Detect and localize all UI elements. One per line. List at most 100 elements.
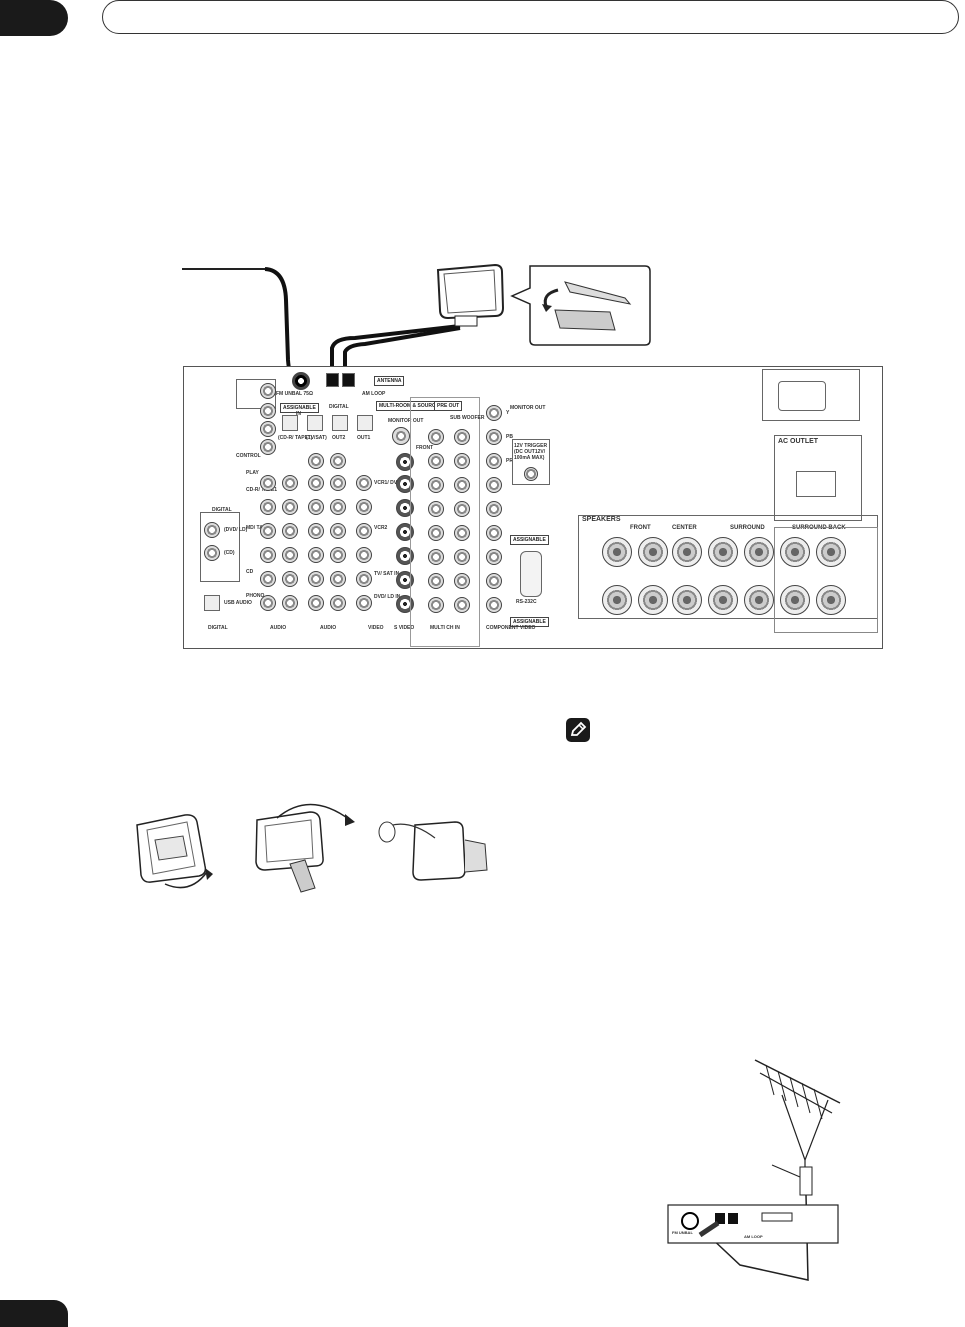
component-jack[interactable]	[486, 405, 502, 421]
multich-jack[interactable]	[428, 597, 444, 613]
am-terminal[interactable]	[342, 373, 355, 387]
speaker-terminal[interactable]	[602, 585, 632, 615]
video-audio-jack[interactable]	[308, 475, 324, 491]
control-jack[interactable]	[260, 403, 276, 419]
fm-jack[interactable]	[292, 372, 310, 390]
speaker-terminal[interactable]	[780, 585, 810, 615]
control-jack[interactable]	[260, 439, 276, 455]
video-audio-jack[interactable]	[308, 571, 324, 587]
audio-jack[interactable]	[260, 523, 276, 539]
audio-jack[interactable]	[260, 547, 276, 563]
control-jack[interactable]	[260, 421, 276, 437]
preout-jack[interactable]	[428, 453, 444, 469]
video-audio-jack[interactable]	[330, 595, 346, 611]
component-jack[interactable]	[486, 597, 502, 613]
audio-jack[interactable]	[282, 475, 298, 491]
power-inlet[interactable]	[778, 381, 826, 411]
component-jack[interactable]	[486, 549, 502, 565]
multiroom-monitor-jack[interactable]	[392, 427, 410, 445]
audio-jack[interactable]	[282, 547, 298, 563]
video-audio-jack[interactable]	[330, 499, 346, 515]
rs232c-port[interactable]	[520, 551, 542, 597]
speaker-terminal[interactable]	[816, 537, 846, 567]
preout-jack[interactable]	[428, 501, 444, 517]
multich-jack[interactable]	[454, 573, 470, 589]
video-jack[interactable]	[356, 499, 372, 515]
multich-jack[interactable]	[428, 525, 444, 541]
component-jack[interactable]	[486, 429, 502, 445]
video-audio-jack[interactable]	[330, 523, 346, 539]
optical-out-2[interactable]	[332, 415, 348, 431]
video-audio-jack[interactable]	[308, 595, 324, 611]
preout-jack[interactable]	[428, 477, 444, 493]
video-audio-jack[interactable]	[308, 547, 324, 563]
svideo-jack[interactable]	[396, 571, 414, 589]
coax-in-2[interactable]	[204, 545, 220, 561]
svideo-jack[interactable]	[396, 595, 414, 613]
svideo-jack[interactable]	[396, 499, 414, 517]
cdr-label: CD-R/ TAPE1	[246, 487, 278, 493]
speaker-terminal[interactable]	[744, 585, 774, 615]
optical-out-1[interactable]	[357, 415, 373, 431]
preout-jack[interactable]	[454, 453, 470, 469]
am-terminal[interactable]	[326, 373, 339, 387]
multich-jack[interactable]	[454, 597, 470, 613]
video-jack[interactable]	[356, 547, 372, 563]
multich-jack[interactable]	[454, 549, 470, 565]
video-audio-jack[interactable]	[308, 523, 324, 539]
optical-in-1[interactable]	[282, 415, 298, 431]
video-jack[interactable]	[356, 523, 372, 539]
component-jack[interactable]	[486, 453, 502, 469]
preout-jack[interactable]	[454, 501, 470, 517]
svideo-jack[interactable]	[396, 547, 414, 565]
video-audio-jack[interactable]	[330, 475, 346, 491]
control-jack[interactable]	[260, 383, 276, 399]
speaker-terminal[interactable]	[672, 537, 702, 567]
optical-in-2[interactable]	[307, 415, 323, 431]
component-jack[interactable]	[486, 525, 502, 541]
audio-jack[interactable]	[282, 571, 298, 587]
multich-jack[interactable]	[454, 525, 470, 541]
speaker-terminal[interactable]	[780, 537, 810, 567]
component-jack[interactable]	[486, 573, 502, 589]
note-icon	[566, 718, 590, 742]
svideo-jack[interactable]	[396, 475, 414, 493]
audio-jack[interactable]	[260, 475, 276, 491]
speaker-terminal[interactable]	[638, 585, 668, 615]
component-jack[interactable]	[486, 501, 502, 517]
svideo-jack[interactable]	[396, 453, 414, 471]
video-audio-jack[interactable]	[308, 453, 324, 469]
multich-jack[interactable]	[428, 549, 444, 565]
audio-jack[interactable]	[260, 571, 276, 587]
audio-jack[interactable]	[282, 499, 298, 515]
usb-audio-port[interactable]	[204, 595, 220, 611]
video-audio-jack[interactable]	[330, 571, 346, 587]
video-jack[interactable]	[356, 571, 372, 587]
speaker-terminal[interactable]	[672, 585, 702, 615]
speaker-terminal[interactable]	[708, 537, 738, 567]
speaker-terminal[interactable]	[602, 537, 632, 567]
ac-outlet[interactable]	[796, 471, 836, 497]
audio-jack[interactable]	[282, 595, 298, 611]
speaker-terminal[interactable]	[816, 585, 846, 615]
video-jack[interactable]	[356, 475, 372, 491]
preout-jack[interactable]	[454, 477, 470, 493]
multich-jack[interactable]	[428, 573, 444, 589]
ac-outlet-label: AC OUTLET	[778, 438, 819, 445]
speaker-terminal[interactable]	[744, 537, 774, 567]
speaker-terminal[interactable]	[708, 585, 738, 615]
audio-jack[interactable]	[260, 595, 276, 611]
video-audio-jack[interactable]	[330, 453, 346, 469]
audio-jack[interactable]	[260, 499, 276, 515]
speaker-terminal[interactable]	[638, 537, 668, 567]
video-audio-jack[interactable]	[308, 499, 324, 515]
audio-jack[interactable]	[282, 523, 298, 539]
component-jack[interactable]	[486, 477, 502, 493]
preout-jack[interactable]	[428, 429, 444, 445]
coax-in-1[interactable]	[204, 522, 220, 538]
trigger-jack[interactable]	[524, 467, 538, 481]
video-jack[interactable]	[356, 595, 372, 611]
svideo-jack[interactable]	[396, 523, 414, 541]
preout-jack[interactable]	[454, 429, 470, 445]
video-audio-jack[interactable]	[330, 547, 346, 563]
